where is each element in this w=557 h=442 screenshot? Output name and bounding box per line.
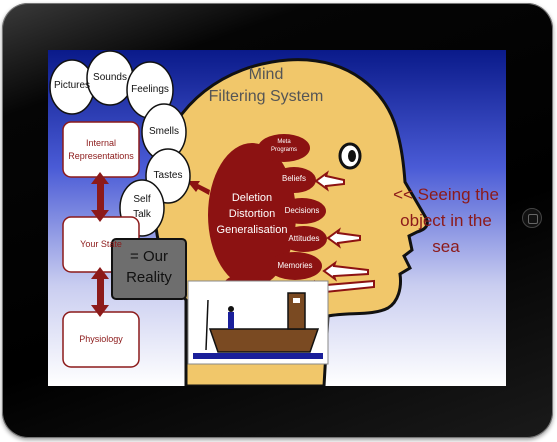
self-talk-line1: Self: [133, 194, 151, 205]
box-physiology: Physiology: [79, 334, 123, 344]
seeing-line1: << Seeing the: [393, 185, 499, 204]
home-button[interactable]: [522, 208, 542, 228]
filter-attitudes: Attitudes: [288, 234, 320, 243]
filter-distortion: Distortion: [228, 208, 276, 220]
self-talk-line2: Talk: [133, 209, 151, 220]
sense-sounds: Sounds: [93, 72, 127, 83]
box-internal-line1: Internal: [85, 138, 117, 148]
filter-decisions: Decisions: [284, 206, 320, 215]
box-internal-line2: Representations: [68, 151, 134, 161]
title-mind: Mind: [248, 66, 284, 83]
filter-meta-line1: Meta: [277, 139, 291, 145]
reality-line1: = Our: [130, 248, 168, 265]
title-filtering-system: Filtering System: [208, 88, 324, 105]
reality-box: [111, 238, 187, 300]
filter-deletion: Deletion: [231, 192, 273, 204]
reality-line2: Reality: [126, 269, 172, 286]
seeing-line2: object in the: [400, 211, 492, 230]
sense-feelings: Feelings: [131, 84, 169, 95]
filter-beliefs: Beliefs: [281, 174, 306, 183]
filter-memories: Memories: [277, 261, 313, 270]
filter-meta-line2: Programs: [270, 147, 297, 153]
sense-tastes: Tastes: [153, 170, 183, 181]
filter-generalisation: Generalisation: [216, 224, 288, 236]
sense-smells: Smells: [148, 126, 179, 137]
slide-graphic: [49, 50, 429, 386]
box-state: Your State: [80, 239, 122, 249]
sense-pictures: Pictures: [53, 80, 91, 91]
slide-screen: Mind Filtering System Pictures Sounds Fe…: [48, 50, 506, 386]
seeing-line3: sea: [432, 237, 460, 256]
